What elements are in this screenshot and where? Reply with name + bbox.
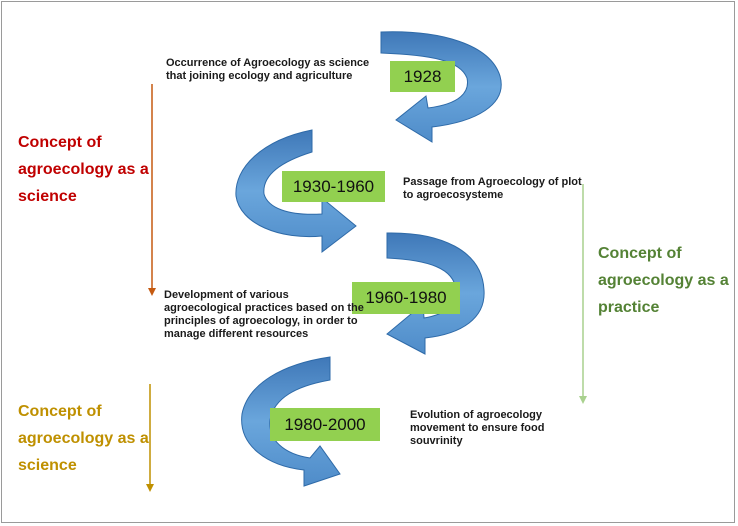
concept-science-label: Concept of agroecology as a science <box>18 134 149 205</box>
curved-arrow-icon <box>235 129 357 254</box>
year-box-1980-2000: 1980-2000 <box>270 408 380 441</box>
year-box-1928: 1928 <box>390 61 455 92</box>
curved-arrow-icon <box>386 232 485 355</box>
stage-description-1980-2000: Evolution of agroecology movement to ens… <box>410 409 545 447</box>
science-side-arrow-2 <box>146 384 154 492</box>
concept-science-label-2: Concept of agroecology as a science <box>18 403 149 474</box>
year-box-1960-1980: 1960-1980 <box>352 282 460 314</box>
stage-description-1928: Occurrence of Agroecology as science tha… <box>166 57 370 82</box>
stage-description-1960-1980: Development of various agroecological pr… <box>164 289 364 340</box>
concept-practice-label: Concept of agroecology as a practice <box>598 245 729 316</box>
stage-description-1930-1960: Passage from Agroecology of plot to agro… <box>403 176 582 201</box>
practice-side-arrow <box>579 184 587 404</box>
science-side-arrow <box>148 84 156 296</box>
year-box-1930-1960: 1930-1960 <box>282 171 385 202</box>
curved-arrow-icon <box>380 31 502 143</box>
curved-arrow-icon <box>241 356 341 487</box>
